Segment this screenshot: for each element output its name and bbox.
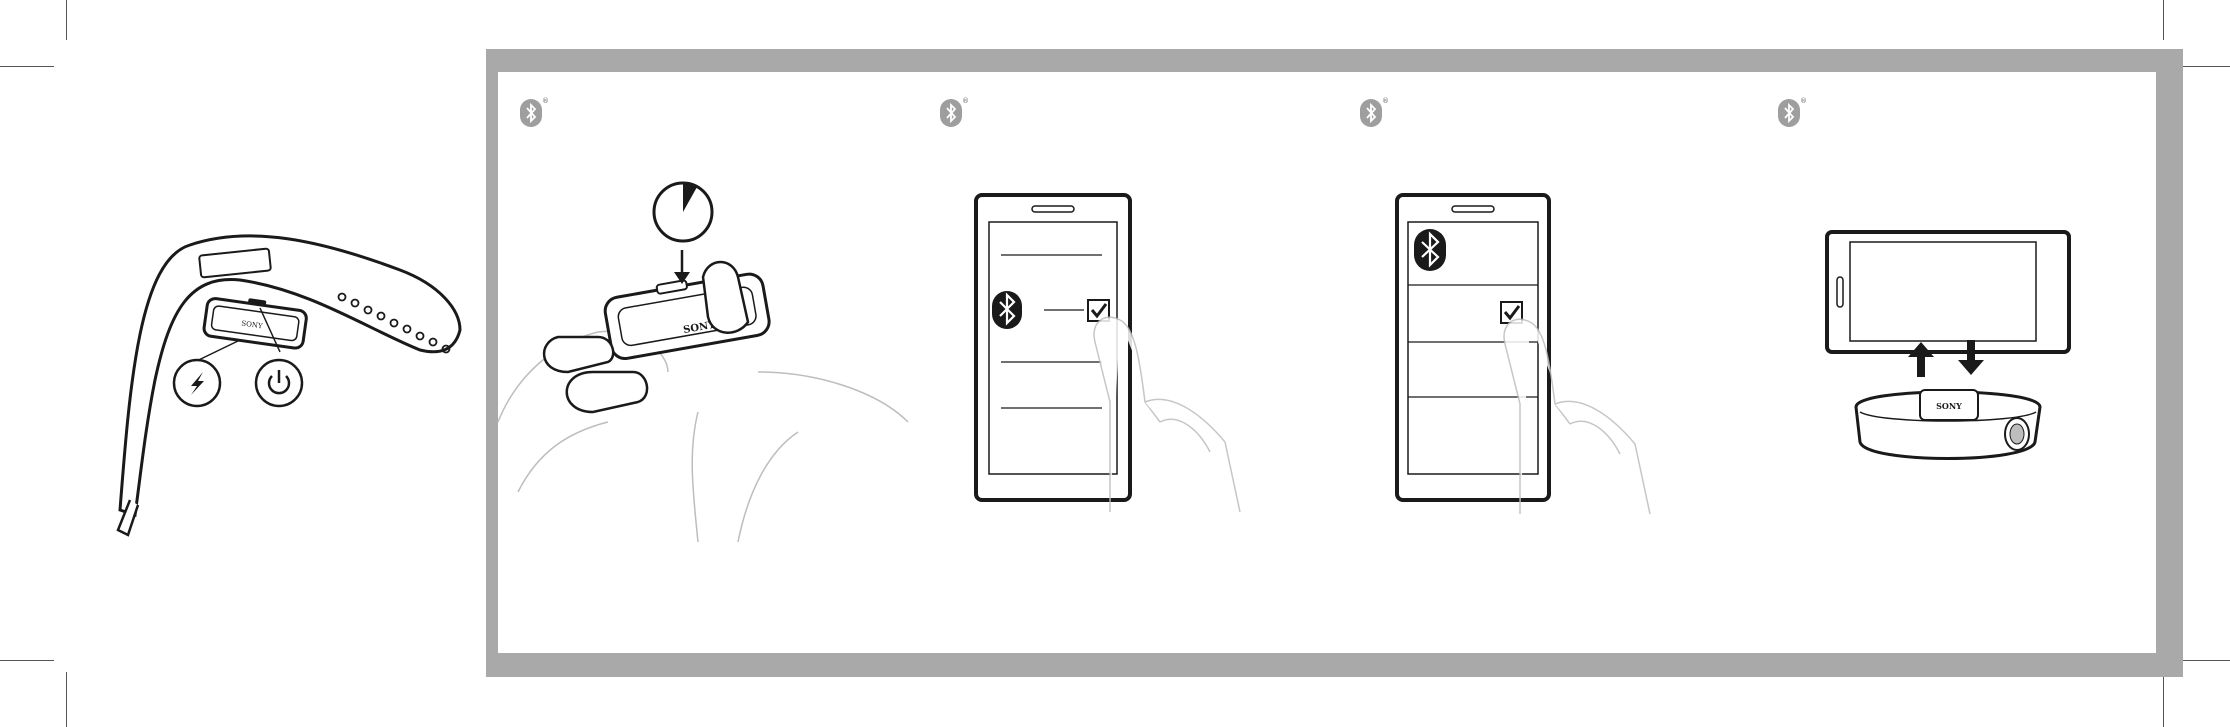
bluetooth-icon	[1778, 99, 1800, 127]
step-2-illustration	[960, 72, 1280, 592]
press-arrow-icon	[674, 250, 690, 284]
bluetooth-icon	[940, 99, 962, 127]
crop-mark	[2163, 672, 2164, 727]
power-icon	[254, 358, 304, 408]
timer-icon	[654, 183, 712, 241]
step-3-illustration	[1380, 72, 1700, 592]
crop-mark	[0, 66, 54, 67]
step-1-illustration: SONY	[498, 72, 918, 592]
crop-mark	[2163, 0, 2164, 40]
crop-mark	[66, 672, 67, 727]
crop-mark	[2176, 660, 2230, 661]
charge-icon	[172, 358, 222, 408]
core-brand-label: SONY	[1936, 401, 1962, 411]
step-4-bluetooth-badge: ®	[1778, 99, 1800, 127]
step-4-illustration: SONY	[1800, 72, 2100, 592]
crop-mark	[2176, 66, 2230, 67]
step-2-bluetooth-badge: ®	[940, 99, 962, 127]
crop-mark	[0, 660, 54, 661]
crop-mark	[66, 0, 67, 40]
bluetooth-icon	[1414, 229, 1446, 271]
step-3-bluetooth-badge: ®	[1360, 99, 1382, 127]
bluetooth-icon	[992, 291, 1022, 329]
bluetooth-icon	[1360, 99, 1382, 127]
